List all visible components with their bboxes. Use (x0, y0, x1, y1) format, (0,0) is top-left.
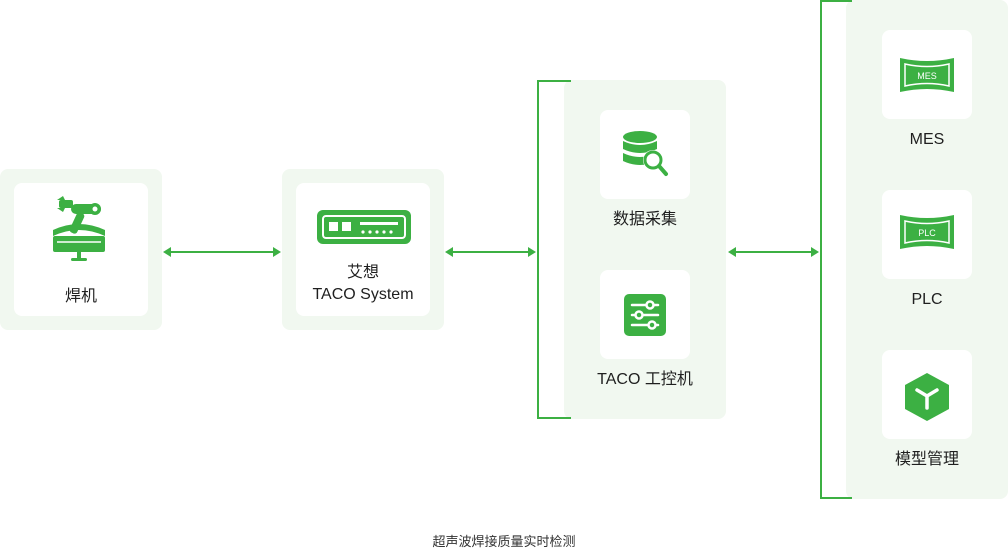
taco-system-card[interactable] (296, 183, 430, 316)
plc-label: PLC (911, 291, 943, 308)
plc-screen-icon: PLC (900, 215, 954, 249)
cube-y-icon (905, 373, 949, 421)
welder-label: 焊机 (64, 288, 97, 305)
plc-badge-text: PLC (918, 228, 936, 238)
taco-device-icon (317, 210, 411, 244)
ipc-label: TACO 工控机 (597, 371, 693, 388)
data-collection-label: 数据采集 (612, 211, 677, 228)
mes-label: MES (909, 131, 945, 148)
upper-systems-bracket (820, 0, 852, 499)
robot-arm-icon (53, 196, 105, 261)
mes-badge-text: MES (917, 71, 937, 81)
model-mgmt-label: 模型管理 (894, 451, 959, 468)
ipc-group-bracket (537, 80, 571, 419)
database-search-icon (623, 131, 668, 176)
diagram-caption: 超声波焊接质量实时检测 (432, 534, 576, 549)
mes-screen-icon: MES (900, 58, 954, 92)
taco-system-label-line2: TACO System (312, 286, 414, 303)
control-panel-icon (624, 294, 666, 336)
taco-system-label-line1: 艾想 (346, 264, 379, 281)
